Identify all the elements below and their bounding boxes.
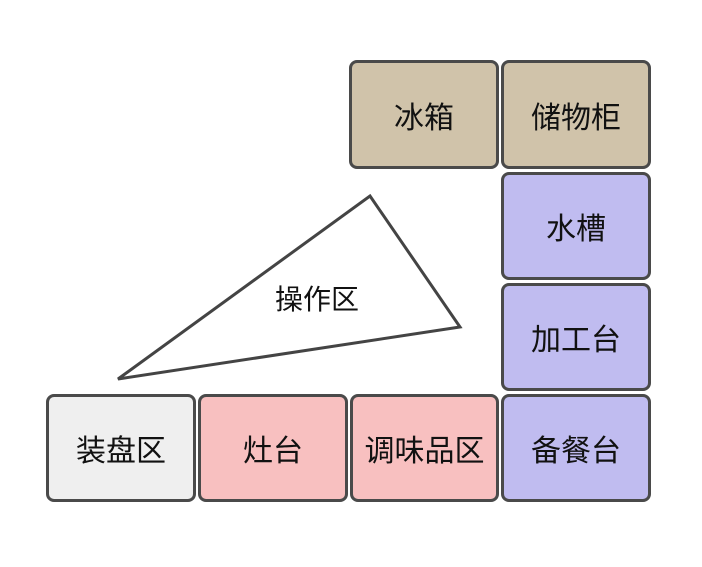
zone-sink: 水槽 (501, 172, 651, 280)
zone-plating-area: 装盘区 (46, 394, 196, 502)
zone-serving-counter: 备餐台 (501, 394, 651, 502)
zone-stove: 灶台 (198, 394, 348, 502)
zone-fridge: 冰箱 (349, 60, 499, 169)
zone-seasoning-area: 调味品区 (350, 394, 499, 502)
zone-storage-cabinet: 储物柜 (501, 60, 651, 169)
work-triangle-label: 操作区 (275, 283, 360, 316)
zone-prep-counter: 加工台 (501, 283, 651, 391)
